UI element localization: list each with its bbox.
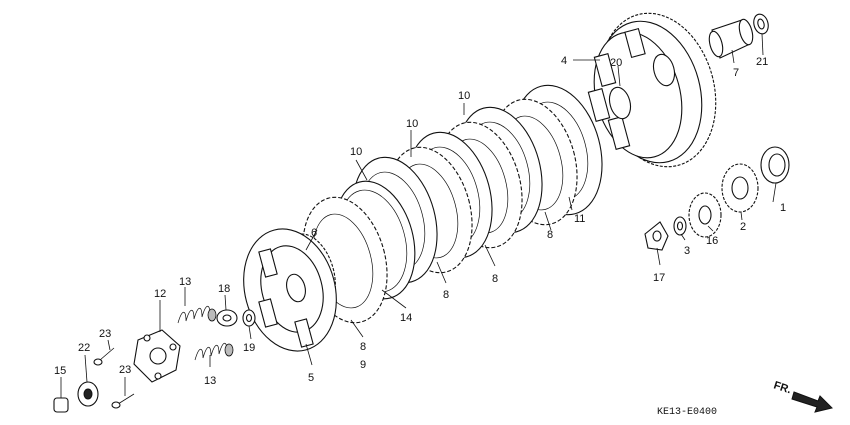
callout-10b: 10 — [406, 118, 418, 130]
callout-13b: 13 — [204, 375, 216, 387]
callout-8a: 8 — [547, 229, 553, 241]
callout-12: 12 — [154, 288, 166, 300]
callout-13a: 13 — [179, 276, 191, 288]
callout-8c: 8 — [443, 289, 449, 301]
clutch-spring-upper — [177, 305, 217, 324]
washer-19 — [242, 309, 256, 327]
diagram-code: KE13-E0400 — [657, 407, 717, 418]
nut-18 — [216, 309, 238, 327]
callout-6: 6 — [311, 227, 317, 239]
callout-16: 16 — [706, 235, 718, 247]
callout-4: 4 — [561, 55, 567, 67]
lifter-plate — [133, 329, 181, 383]
bolt-23-upper — [93, 347, 115, 366]
direction-label: FR. — [772, 379, 793, 396]
callout-23b: 23 — [119, 364, 131, 376]
callout-3: 3 — [684, 245, 690, 257]
callout-5: 5 — [308, 372, 314, 384]
callout-19: 19 — [243, 342, 255, 354]
callout-1: 1 — [780, 202, 786, 214]
oil-seal-1 — [760, 146, 790, 184]
arrow-icon — [791, 391, 833, 413]
callout-11: 11 — [574, 213, 585, 225]
bearing-22 — [77, 381, 99, 407]
bolt-23-lower — [111, 393, 135, 409]
callout-21: 21 — [756, 56, 768, 68]
callout-2: 2 — [740, 221, 746, 233]
callout-22: 22 — [78, 342, 90, 354]
callout-10c: 10 — [458, 90, 470, 102]
washer-3 — [673, 216, 687, 236]
lifter-rod-15 — [53, 397, 69, 413]
front-direction-arrow: FR. — [772, 379, 833, 413]
clutch-spring-lower — [194, 342, 234, 361]
callout-20: 20 — [610, 57, 622, 69]
callout-7: 7 — [733, 67, 739, 79]
gear-2 — [721, 163, 759, 213]
leader-lines — [60, 33, 777, 398]
callout-9: 9 — [360, 359, 366, 371]
callout-18: 18 — [218, 283, 230, 295]
callout-15: 15 — [54, 365, 66, 377]
callout-8b: 8 — [492, 273, 498, 285]
bushing — [708, 18, 754, 59]
thrust-washer — [753, 13, 769, 35]
callout-8d: 8 — [360, 341, 366, 353]
callout-10a: 10 — [350, 146, 362, 158]
callout-23a: 23 — [99, 328, 111, 340]
clutch-outer-housing — [587, 12, 717, 168]
lock-washer-17 — [644, 221, 669, 251]
callout-14: 14 — [400, 312, 412, 324]
gear-16 — [688, 192, 722, 238]
callout-17: 17 — [653, 272, 665, 284]
callout-labels: 1 2 3 4 5 6 7 8 8 8 8 8 9 10 10 10 11 12… — [54, 55, 786, 387]
pressure-plate — [243, 228, 337, 352]
